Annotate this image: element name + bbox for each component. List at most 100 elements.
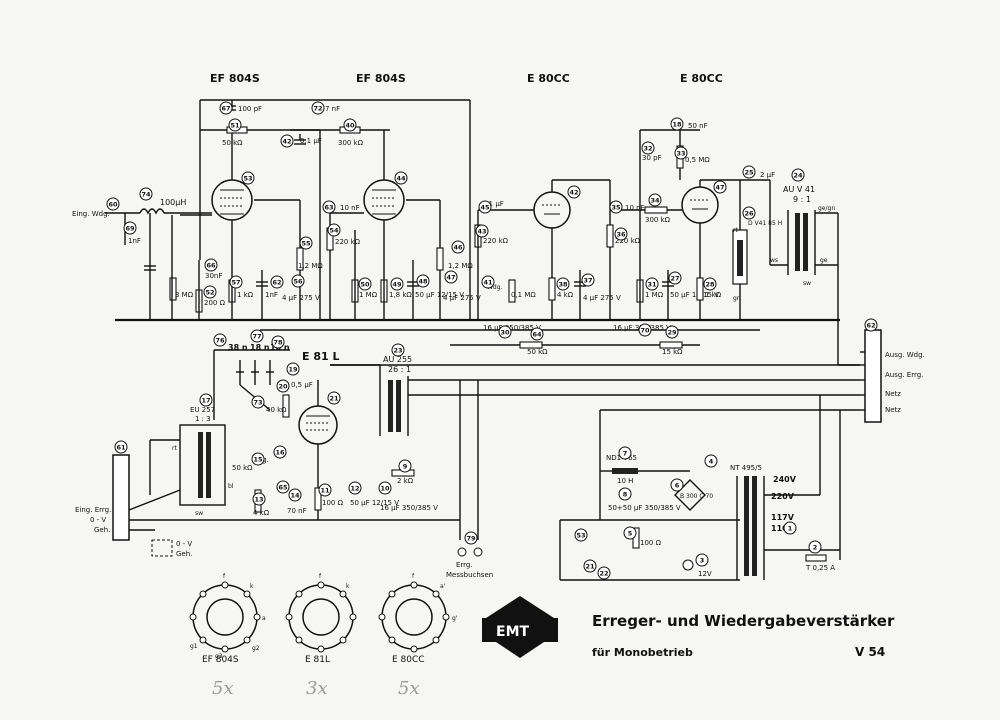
pin-label-2-0: f	[319, 573, 322, 580]
label-r20: 40 kΩ	[266, 406, 287, 414]
component-ref-24: 24	[791, 168, 805, 182]
label-c1: 100 pF	[238, 105, 262, 113]
component-ref-45: 45	[478, 200, 492, 214]
pin-label-1-4: g3	[215, 653, 223, 660]
svg-text:46: 46	[453, 244, 463, 252]
component-ref-33: 33	[674, 146, 688, 160]
label-c27: 50 µF 12/15 V	[670, 291, 719, 299]
svg-text:60: 60	[108, 201, 118, 209]
svg-text:45: 45	[480, 204, 490, 212]
component-ref-47: 47	[444, 270, 458, 284]
component-ref-2: 2	[808, 540, 822, 554]
component-ref-42: 42	[280, 134, 294, 148]
component-ref-46: 46	[451, 240, 465, 254]
component-ref-70: 70	[638, 323, 652, 337]
component-ref-55: 55	[299, 236, 313, 250]
svg-text:6: 6	[675, 482, 680, 490]
svg-text:54: 54	[329, 227, 339, 235]
label-lamp: 12V	[698, 570, 712, 578]
component-ref-38: 38	[556, 277, 570, 291]
title-block: Erreger- und Wiedergabeverstärker für Mo…	[592, 612, 895, 659]
svg-text:70: 70	[640, 327, 650, 335]
component-ref-51: 51	[228, 118, 242, 132]
label-r9: 2 kΩ	[397, 477, 414, 485]
svg-text:21: 21	[585, 563, 595, 571]
label-r11: 100 Ω	[322, 499, 344, 507]
out-ausg-wdg: Ausg. Wdg.	[885, 351, 925, 359]
in-0v: 0 - V	[90, 516, 106, 524]
component-ref-41: 41	[481, 275, 495, 289]
component-ref-42: 42	[567, 185, 581, 199]
label-choke: 10 H	[617, 477, 633, 485]
label-c56: 4 µF 275 V	[282, 294, 320, 302]
in-geh2: Geh.	[176, 550, 192, 558]
label-c32: 30 pF	[642, 154, 662, 162]
component-ref-15: 15	[251, 452, 265, 466]
component-ref-69: 69	[123, 221, 137, 235]
label-r64: 50 kΩ	[527, 348, 548, 356]
socket-label-2: E 81L	[305, 655, 330, 665]
label-c14: 70 nF	[287, 507, 307, 515]
svg-text:32: 32	[643, 145, 652, 153]
svg-text:7: 7	[623, 450, 628, 458]
component-ref-10: 10	[378, 481, 392, 495]
label-r38: 4 kΩ	[557, 291, 574, 299]
eu-wire-sw: sw	[195, 510, 203, 517]
component-ref-67: 67	[219, 101, 233, 115]
component-ref-65: 65	[276, 480, 290, 494]
component-ref-22: 22	[597, 566, 611, 580]
svg-text:35: 35	[611, 204, 621, 212]
svg-text:18: 18	[672, 121, 682, 129]
component-ref-44: 44	[394, 171, 408, 185]
component-ref-34: 34	[648, 193, 662, 207]
svg-text:49: 49	[392, 281, 402, 289]
svg-text:62: 62	[272, 279, 281, 287]
component-ref-73: 73	[251, 395, 265, 409]
nt-label: NT 495/5	[730, 464, 762, 472]
component-ref-28: 28	[703, 277, 717, 291]
transformer-eu-257: EU 257 1 : 3 rt bl sw	[149, 406, 234, 517]
tube-label-v2: EF 804S	[356, 72, 406, 85]
tube-sockets: EF 804S E 81L E 80CC f k a g2 g3 g1 f k …	[189, 573, 458, 665]
label-r41: 0,1 MΩ	[511, 291, 536, 299]
title-main: Erreger- und Wiedergabeverstärker	[592, 612, 895, 630]
label-r36: 220 kΩ	[615, 237, 641, 245]
component-ref-13: 13	[252, 492, 266, 506]
svg-text:36: 36	[616, 231, 626, 239]
component-ref-29: 29	[665, 325, 679, 339]
pin-label-2-1: k	[346, 583, 350, 590]
svg-text:12: 12	[350, 485, 359, 493]
component-ref-72: 72	[311, 101, 325, 115]
tap-220: 220V	[771, 492, 795, 501]
label-r13: 4 kΩ	[253, 509, 270, 517]
component-ref-53: 53	[241, 171, 255, 185]
au255-ratio: 26 : 1	[388, 365, 411, 374]
svg-text:40: 40	[345, 122, 355, 130]
tube-label-v4: E 80CC	[680, 72, 723, 85]
svg-text:23: 23	[393, 347, 402, 355]
svg-text:78: 78	[273, 339, 283, 347]
svg-text:20: 20	[278, 383, 288, 391]
component-ref-11: 11	[318, 483, 332, 497]
svg-text:13: 13	[254, 496, 263, 504]
label-c18: 50 nF	[688, 122, 708, 130]
component-ref-3: 3	[695, 553, 709, 567]
label-r28: 1 kΩ	[705, 291, 722, 299]
title-model: V 54	[855, 645, 885, 659]
component-ref-18: 18	[670, 117, 684, 131]
hand-note-3: 5x	[398, 678, 420, 699]
label-c19: 0,5 µF	[291, 381, 313, 389]
socket-label-3: E 80CC	[392, 655, 425, 665]
label-r50: 1 MΩ	[359, 291, 378, 299]
svg-text:63: 63	[324, 204, 333, 212]
in-eing-errg: Eing. Errg.	[75, 506, 111, 514]
component-ref-27: 27	[668, 271, 682, 285]
component-ref-1: 1	[783, 521, 797, 535]
input-connector: Eing. Errg. 0 - V Geh. Geh. 0 - V	[75, 454, 200, 558]
label-r49: 1,8 kΩ	[389, 291, 412, 299]
component-ref-6: 6	[670, 478, 684, 492]
svg-text:64: 64	[532, 331, 542, 339]
label-r31: 1 MΩ	[645, 291, 664, 299]
component-ref-50: 50	[358, 277, 372, 291]
svg-text:26: 26	[744, 210, 754, 218]
